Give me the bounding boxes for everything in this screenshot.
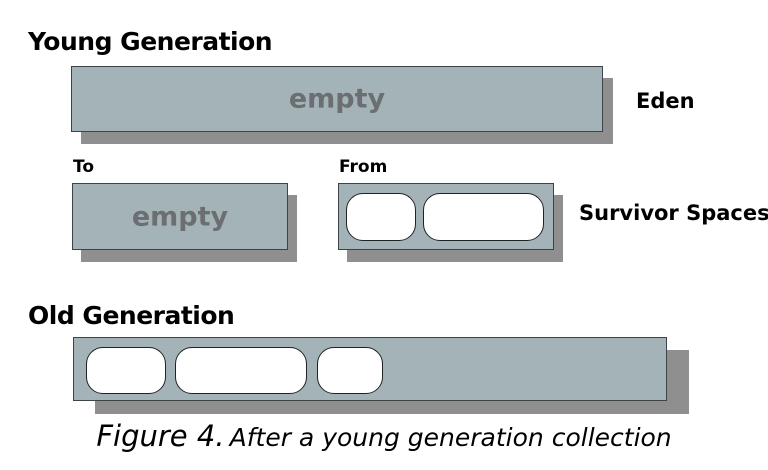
figure-number: Figure 4. — [96, 419, 225, 453]
old-object-2 — [175, 347, 307, 394]
eden-empty-text: empty — [288, 83, 386, 115]
to-empty-text: empty — [131, 201, 229, 232]
to-survivor-space: empty — [72, 183, 288, 250]
figure-caption-text: After a young generation collection — [229, 423, 672, 452]
old-generation-space — [73, 337, 667, 401]
old-object-1 — [86, 347, 166, 394]
from-label: From — [339, 157, 388, 177]
old-object-3 — [317, 347, 383, 394]
eden-label: Eden — [636, 89, 695, 113]
figure-caption: Figure 4. After a young generation colle… — [0, 422, 768, 451]
from-object-1 — [346, 193, 416, 241]
eden-space: empty — [71, 66, 603, 132]
to-label: To — [73, 157, 95, 177]
from-survivor-space — [338, 183, 554, 250]
from-object-2 — [423, 193, 544, 241]
survivor-spaces-label: Survivor Spaces — [579, 201, 768, 225]
old-generation-heading: Old Generation — [28, 301, 235, 330]
young-generation-heading: Young Generation — [28, 27, 273, 56]
